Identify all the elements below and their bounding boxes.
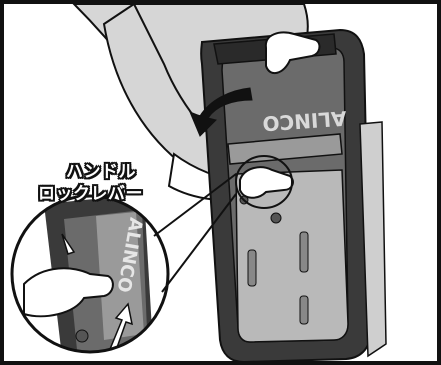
screw: [271, 213, 281, 223]
treadmill-main: ALINCO: [201, 30, 386, 362]
slot: [300, 296, 308, 324]
callout-line-2: ロックレバー: [38, 184, 158, 204]
slot: [248, 250, 256, 286]
slot: [300, 232, 308, 272]
callout-line-1: ハンドル: [66, 162, 186, 182]
